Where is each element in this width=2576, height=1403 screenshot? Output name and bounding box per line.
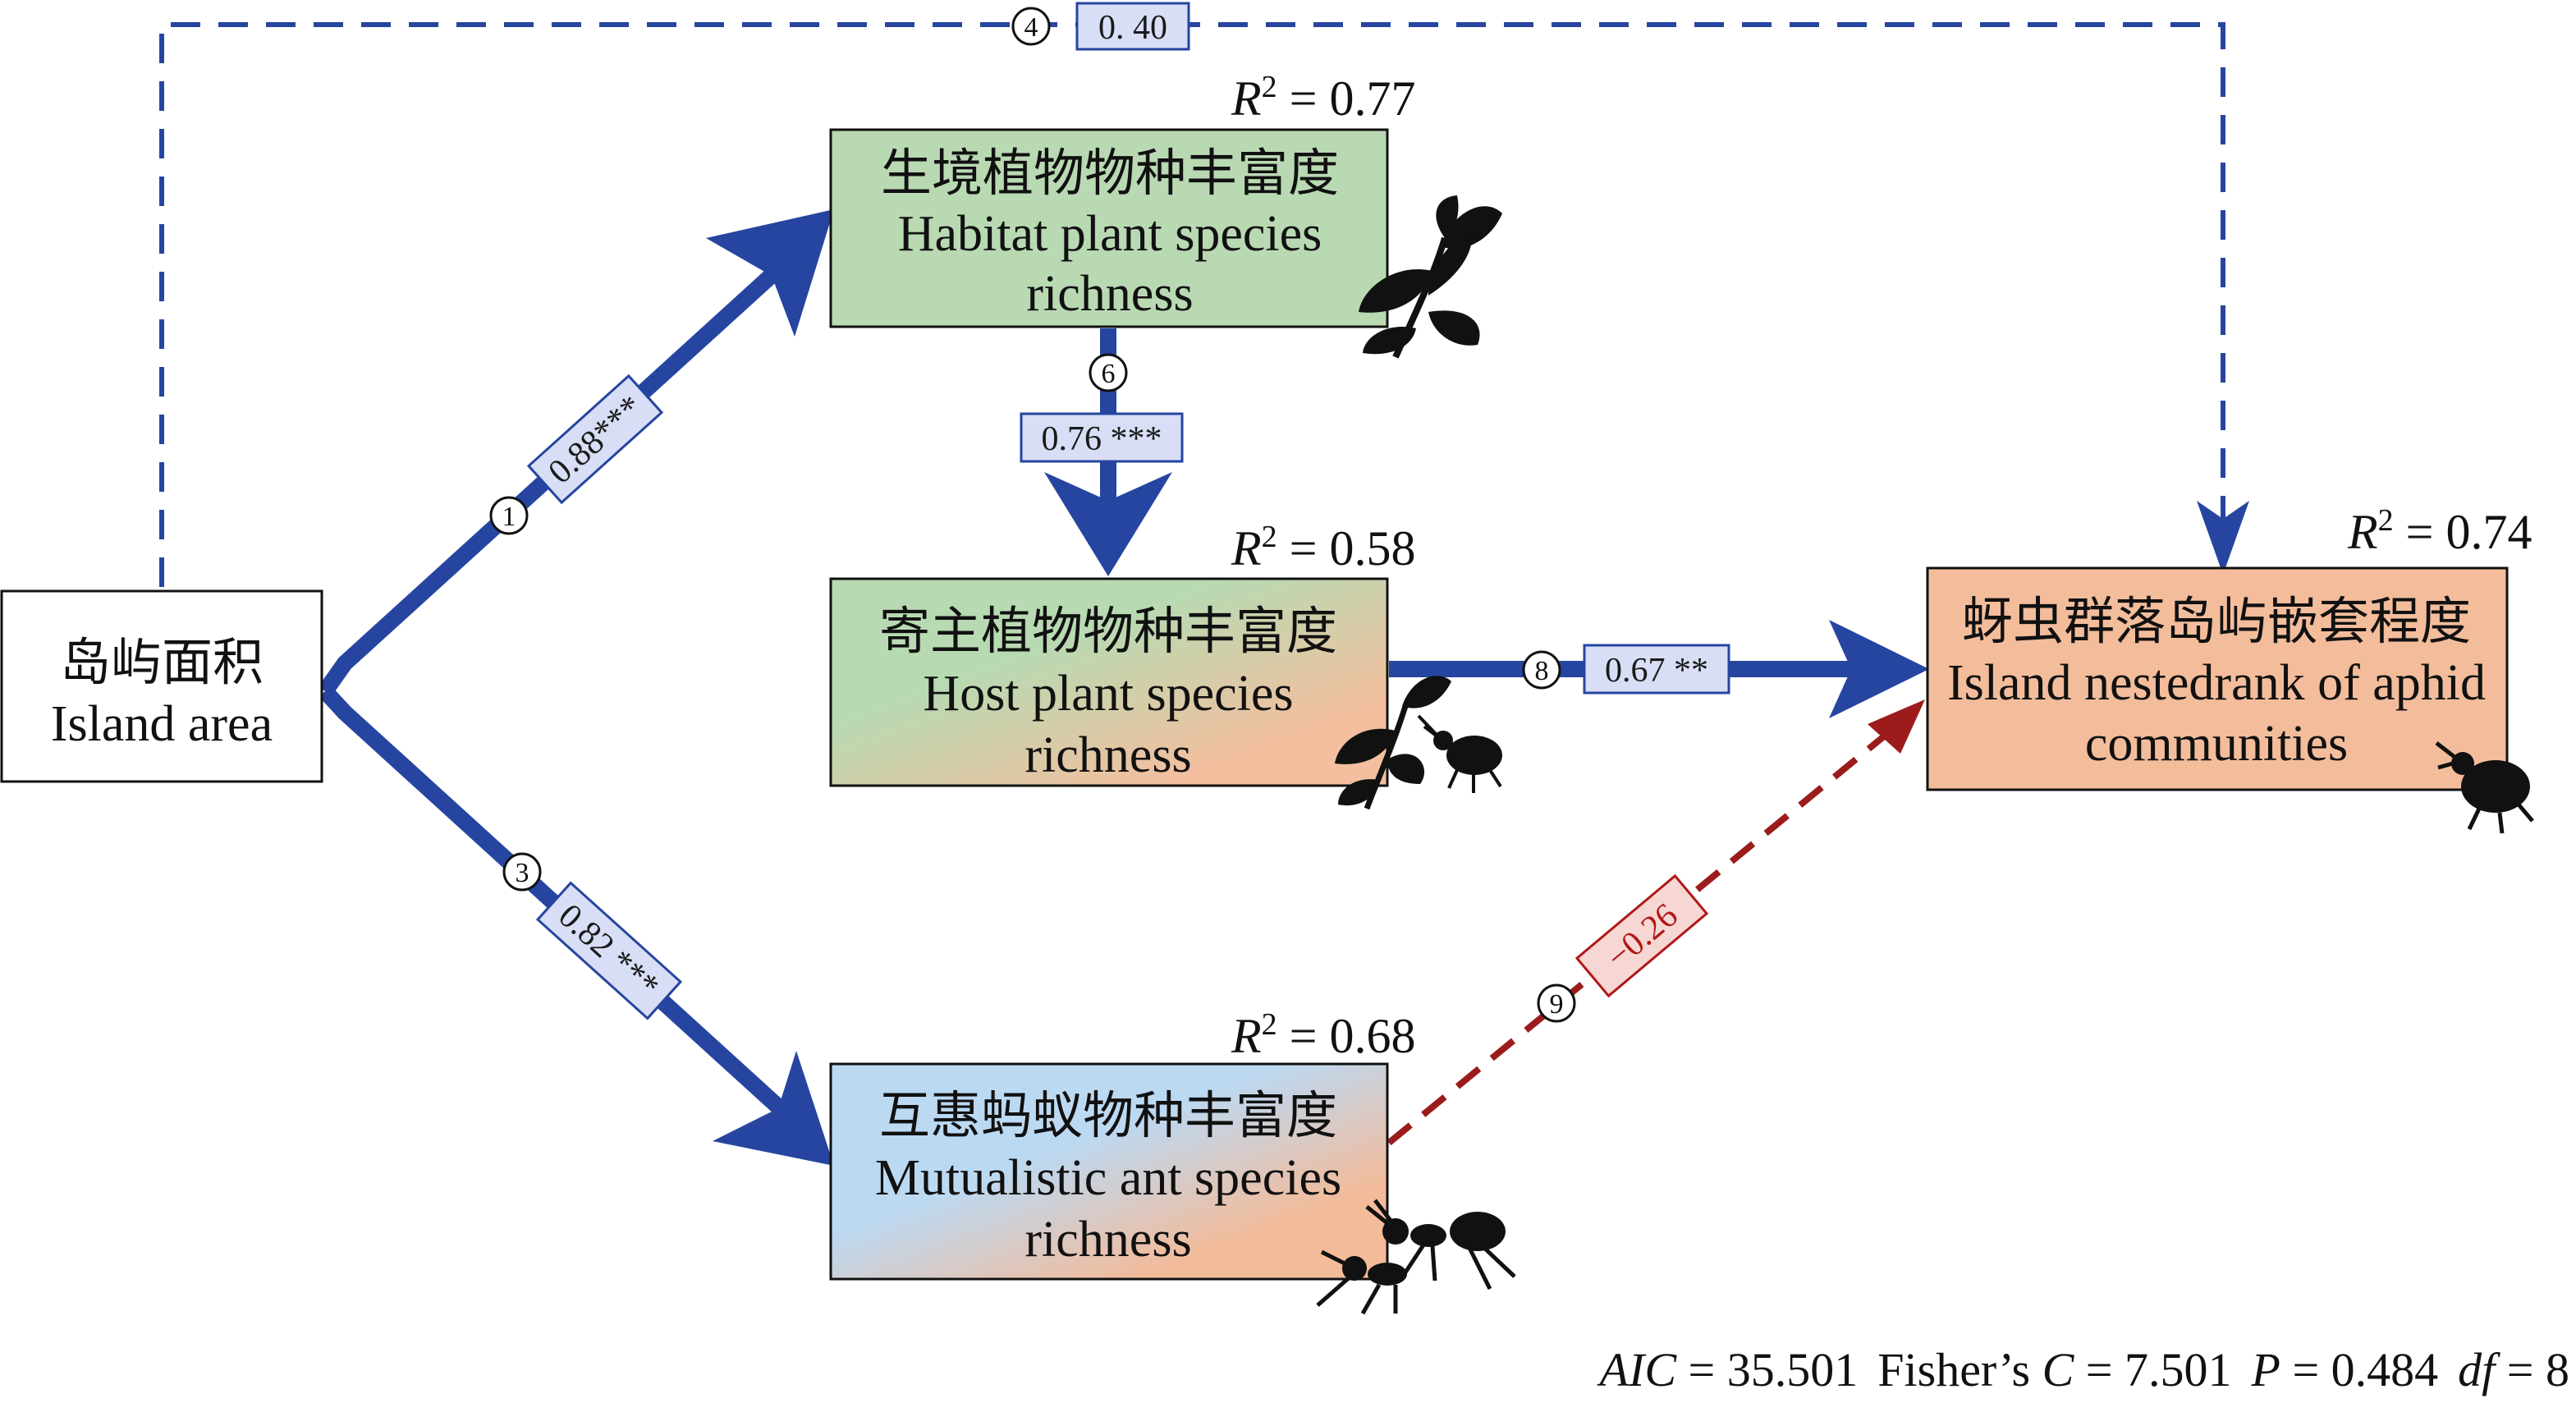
ant-en-line1: Mutualistic ant species (875, 1150, 1341, 1206)
island-area-zh: 岛屿面积 (60, 635, 264, 691)
path-3-number: 3 (516, 858, 529, 888)
path-4-label: 4 0. 40 (1011, 2, 1190, 51)
path-9-label: 9 −0.26 (1537, 873, 1709, 1023)
host-zh: 寄主植物物种丰富度 (879, 604, 1337, 660)
node-island-area: 岛屿面积 Island area (0, 589, 323, 783)
habitat-en-line1: Habitat plant species (898, 206, 1322, 262)
host-en-line2: richness (1024, 727, 1191, 783)
host-en-line1: Host plant species (923, 666, 1293, 722)
aphid-large-silhouette-icon (2435, 741, 2534, 834)
path-6-label: 6 0.76 *** (1020, 353, 1184, 463)
r2-aphid: R2 = 0.74 (2347, 503, 2532, 559)
ant-silhouette-icon (1316, 1199, 1516, 1315)
path-6-number: 6 (1102, 359, 1116, 389)
aphid-silhouette-icon (1417, 714, 1502, 793)
path-3-coefficient: 0.82 *** (551, 896, 666, 1006)
path-3-label: 3 0.82 *** (502, 852, 683, 1020)
r2-host: R2 = 0.58 (1231, 520, 1416, 575)
host-leaf-silhouette-icon (1335, 676, 1451, 810)
aphid-en-line2: communities (2085, 716, 2348, 772)
path-6-coefficient: 0.76 *** (1042, 420, 1162, 458)
ant-zh: 互惠蚂蚁物种丰富度 (879, 1089, 1337, 1144)
path-4-number: 4 (1024, 12, 1038, 43)
path-9-number: 9 (1550, 989, 1564, 1020)
aphid-zh: 蚜虫群落岛屿嵌套程度 (1962, 594, 2471, 650)
path-1-number: 1 (502, 502, 516, 532)
node-aphid-nestedrank: 蚜虫群落岛屿嵌套程度 Island nestedrank of aphid co… (1926, 566, 2509, 791)
node-ant-richness: 互惠蚂蚁物种丰富度 Mutualistic ant species richne… (829, 1062, 1389, 1281)
habitat-en-line2: richness (1026, 266, 1193, 322)
node-host-plant-richness: 寄主植物物种丰富度 Host plant species richness (829, 577, 1389, 787)
path-8-label: 8 0.67 ** (1522, 644, 1730, 695)
path-8-number: 8 (1535, 656, 1549, 686)
leaf-silhouette-icon (1359, 195, 1502, 359)
habitat-zh: 生境植物物种丰富度 (881, 146, 1339, 202)
path-1-label: 1 0.88*** (489, 374, 664, 535)
island-area-en: Island area (51, 696, 273, 752)
ant-en-line2: richness (1024, 1212, 1191, 1268)
r2-ant: R2 = 0.68 (1231, 1007, 1416, 1063)
path-4 (159, 22, 2249, 587)
aphid-en-line1: Island nestedrank of aphid (1947, 655, 2486, 711)
node-habitat-plant-richness: 生境植物物种丰富度 Habitat plant species richness (829, 128, 1389, 328)
path-4-coefficient: 0. 40 (1098, 9, 1167, 47)
r2-habitat: R2 = 0.77 (1231, 70, 1416, 126)
path-8-coefficient: 0.67 ** (1605, 652, 1708, 690)
